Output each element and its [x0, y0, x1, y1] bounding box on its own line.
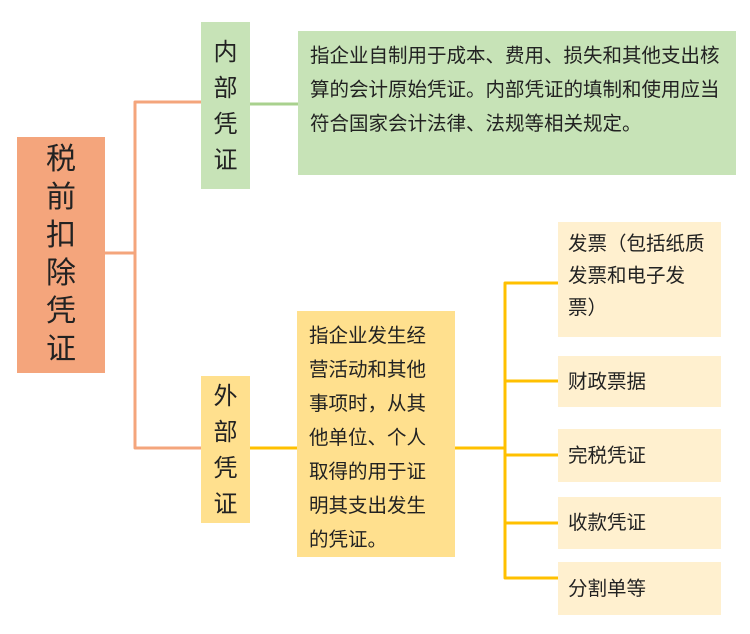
root-connector — [103, 100, 203, 450]
items-connector — [453, 281, 560, 580]
category-external-label: 外部凭证 — [213, 381, 238, 518]
external-description-text: 指企业发生经营活动和其他事项时，从其他单位、个人取得的用于证明其支出发生的凭证。 — [309, 324, 427, 551]
item-receipt-voucher: 收款凭证 — [558, 497, 721, 549]
internal-description-text: 指企业自制用于成本、费用、损失和其他支出核算的会计原始凭证。内部凭证的填制和使用… — [310, 44, 720, 135]
item-label: 财政票据 — [568, 369, 647, 393]
category-internal-voucher: 内部凭证 — [201, 22, 250, 189]
root-node: 税前扣除凭证 — [17, 137, 105, 373]
external-voucher-description: 指企业发生经营活动和其他事项时，从其他单位、个人取得的用于证明其支出发生的凭证。 — [297, 311, 455, 557]
item-tax-payment-voucher: 完税凭证 — [558, 429, 721, 482]
category-internal-label: 内部凭证 — [213, 37, 238, 174]
item-label: 完税凭证 — [568, 443, 647, 467]
item-invoice: 发票（包括纸质发票和电子发票） — [558, 222, 721, 337]
root-label: 税前扣除凭证 — [46, 142, 76, 367]
item-fiscal-receipt: 财政票据 — [558, 356, 721, 407]
item-label: 收款凭证 — [568, 511, 647, 534]
category-external-voucher: 外部凭证 — [201, 376, 250, 523]
item-label: 分割单等 — [568, 576, 647, 600]
item-split-bill: 分割单等 — [558, 562, 721, 615]
item-label: 发票（包括纸质发票和电子发票） — [568, 232, 705, 319]
internal-voucher-description: 指企业自制用于成本、费用、损失和其他支出核算的会计原始凭证。内部凭证的填制和使用… — [298, 31, 736, 175]
